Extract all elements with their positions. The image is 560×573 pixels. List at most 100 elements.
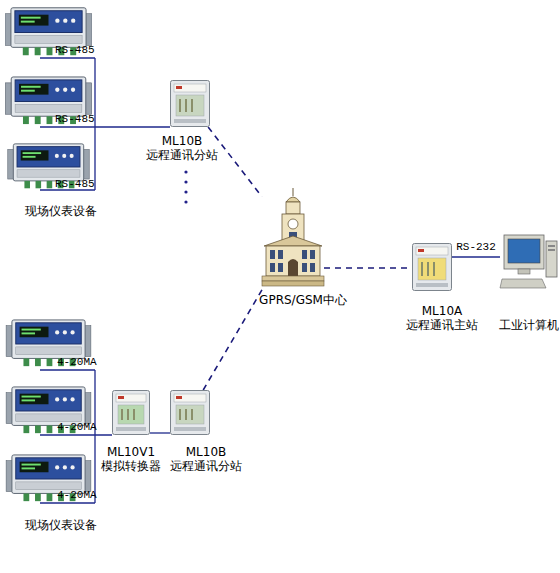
brand-mark — [418, 249, 424, 252]
indicator-bar — [185, 409, 187, 420]
device-caption: GPRS/GSM中心 — [259, 293, 347, 307]
lantern — [286, 202, 300, 214]
device-node: GPRS/GSM中心 — [262, 188, 324, 286]
continuation-dots — [184, 170, 187, 203]
device-label: 模拟转换器 — [101, 459, 161, 473]
cable-link — [452, 256, 500, 257]
window — [302, 250, 307, 259]
door — [288, 259, 298, 276]
dot — [184, 170, 187, 173]
device-housing — [413, 244, 452, 291]
group-label: 现场仪表设备 — [25, 204, 97, 218]
device-base — [416, 283, 448, 287]
device-nameplate — [116, 394, 146, 402]
device-housing — [113, 391, 150, 435]
signal-label: 4-20MA — [57, 489, 97, 501]
device-node: ML10B远程通讯分站 — [170, 80, 210, 127]
step — [262, 276, 324, 281]
device-label: 远程通讯分站 — [170, 459, 242, 473]
device-node: 工业计算机 — [500, 235, 557, 290]
indicator-bar — [133, 409, 135, 420]
device-caption: ML10B远程通讯分站 — [146, 134, 218, 162]
indicator-bar — [191, 409, 193, 420]
bus-wiring — [40, 58, 170, 503]
wireless-link — [324, 267, 412, 269]
device-label: 工业计算机 — [499, 318, 559, 332]
indicator-bar — [179, 409, 181, 420]
device-caption: ML10V1模拟转换器 — [101, 445, 161, 473]
device-housing — [171, 81, 210, 127]
device-label: ML10A — [406, 304, 478, 318]
main-hall — [266, 246, 320, 276]
indicator-bar — [179, 99, 181, 112]
device-base — [174, 119, 206, 123]
cable-link — [150, 432, 170, 433]
analog-wire — [40, 370, 112, 503]
device-front — [118, 405, 144, 424]
indicator-bar — [185, 99, 187, 112]
dot — [184, 200, 187, 203]
indicator-bar — [421, 262, 423, 276]
drive-slot — [548, 245, 555, 247]
rs485-wire — [40, 58, 170, 190]
monitor-screen — [508, 239, 540, 263]
device-housing — [171, 391, 210, 435]
window — [278, 263, 283, 272]
dot — [184, 180, 187, 183]
roof — [264, 236, 322, 246]
device-node: ML10A远程通讯主站 — [412, 243, 452, 291]
device-caption: ML10B远程通讯分站 — [170, 445, 242, 473]
device-icon — [500, 235, 557, 290]
spire — [293, 188, 294, 196]
signal-label: RS-485 — [55, 113, 95, 125]
device-label: 远程通讯主站 — [406, 318, 478, 332]
indicator-bar — [427, 262, 429, 276]
window — [270, 250, 275, 259]
drive-slot — [548, 249, 555, 251]
device-node: ML10V1模拟转换器 — [112, 390, 150, 435]
device-label: ML10B — [146, 134, 218, 148]
wireless-link — [203, 286, 264, 390]
indicator-bar — [127, 409, 129, 420]
link-label: RS-232 — [456, 241, 496, 253]
device-caption: ML10A远程通讯主站 — [406, 304, 478, 332]
device-icon — [262, 188, 324, 286]
signal-label: 4-20MA — [57, 421, 97, 433]
window — [278, 250, 283, 259]
indicator-bar — [191, 99, 193, 112]
device-nameplate — [174, 84, 206, 92]
device-icon — [170, 390, 210, 435]
device-front — [418, 258, 446, 280]
dot — [184, 190, 187, 193]
device-front — [176, 95, 204, 116]
device-node: ML10B远程通讯分站 — [170, 390, 210, 435]
device-base — [116, 427, 146, 431]
signal-label: 4-20MA — [57, 356, 97, 368]
device-label: 远程通讯分站 — [146, 148, 218, 162]
indicator-bar — [121, 409, 123, 420]
monitor-stand — [518, 269, 530, 274]
device-label: ML10B — [170, 445, 242, 459]
device-icon — [412, 243, 452, 291]
brand-mark — [118, 396, 124, 399]
window — [302, 263, 307, 272]
brand-mark — [176, 86, 182, 89]
industrial-computer — [500, 235, 557, 288]
device-nameplate — [174, 394, 206, 402]
computer-tower — [546, 241, 557, 277]
device-icon — [112, 390, 150, 435]
device-label: ML10V1 — [101, 445, 161, 459]
window — [310, 250, 315, 259]
indicator-bar — [433, 262, 435, 276]
signal-label: RS-485 — [55, 44, 95, 56]
device-nameplate — [416, 247, 448, 255]
signal-label: RS-485 — [55, 178, 95, 190]
clock-face — [288, 219, 298, 229]
device-caption: 工业计算机 — [499, 318, 559, 332]
device-icon — [170, 80, 210, 127]
window — [270, 263, 275, 272]
gprs-center-building — [262, 188, 324, 286]
